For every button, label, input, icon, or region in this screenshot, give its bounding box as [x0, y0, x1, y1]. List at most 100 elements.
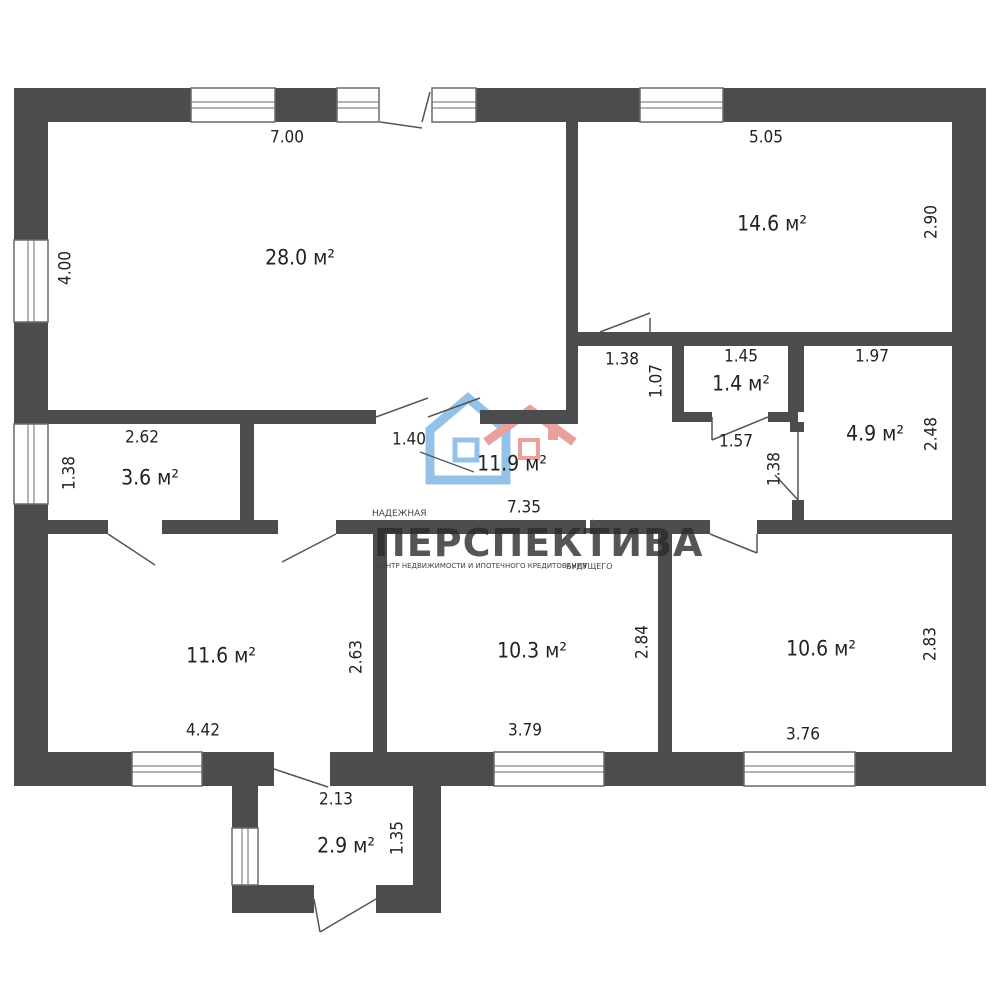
outer-wall [14, 752, 132, 786]
door-leaf [711, 416, 769, 441]
watermark-house-icon [425, 392, 577, 485]
window-frame [493, 751, 605, 787]
interior-wall [757, 520, 952, 534]
watermark-name: ПЕРСПЕКТИВА [374, 521, 704, 565]
area-hall: 11.9 м² [477, 451, 547, 476]
dim-room-e-height: 2.48 [921, 416, 942, 452]
dim-living-width: 7.00 [269, 127, 305, 148]
interior-wall [566, 122, 578, 422]
door-leaf [599, 312, 651, 333]
outer-wall [952, 88, 986, 786]
door-leaf [375, 397, 429, 418]
dim-room-ne-height: 2.90 [921, 204, 942, 240]
area-vestibule: 2.9 м² [317, 833, 375, 858]
interior-walls [48, 122, 952, 752]
interior-wall [240, 424, 254, 520]
watermark-house-blue [425, 392, 511, 485]
outer-wall [855, 752, 986, 786]
dimension-leader [419, 451, 475, 473]
dim-room-w-height: 1.38 [59, 455, 80, 491]
outer-wall [14, 322, 48, 424]
door-leaf [319, 898, 377, 933]
interior-wall [590, 520, 710, 534]
interior-wall [672, 412, 712, 422]
dim-room-ne-width: 5.05 [748, 127, 784, 148]
dim-room-sw-height: 2.63 [346, 639, 367, 675]
window-frame [131, 751, 203, 787]
outer-wall [330, 752, 494, 786]
door-leaf [281, 533, 337, 563]
watermark-house-blue-window [452, 437, 480, 463]
area-living: 28.0 м² [265, 245, 335, 270]
outer-wall [476, 88, 640, 122]
door-leaf [591, 519, 613, 535]
watermark-subline: ЦЕНТР НЕДВИЖИМОСТИ И ИПОТЕЧНОГО КРЕДИТОВ… [376, 562, 587, 570]
outer-wall [14, 504, 48, 786]
interior-wall [336, 520, 586, 534]
watermark-house-red-chimney [548, 420, 558, 440]
dim-vestibule-width: 2.13 [318, 789, 354, 810]
door-leaf [774, 474, 799, 501]
interior-wall [788, 346, 804, 412]
watermark-suffix: БУДУЩЕГО [566, 562, 613, 571]
window [639, 87, 724, 123]
dim-hall-0: 1.40 [391, 429, 427, 450]
window [743, 751, 856, 787]
window-frame [431, 87, 477, 123]
dim-hall-4: 1.38 [764, 451, 785, 487]
area-room-w: 3.6 м² [121, 465, 179, 490]
dim-small-room-width: 1.45 [723, 346, 759, 367]
outer-wall [723, 88, 986, 122]
windows [13, 87, 856, 886]
window-frame [13, 423, 49, 505]
window [13, 239, 49, 323]
area-room-se: 10.6 м² [786, 636, 856, 661]
dim-hall-3: 1.57 [718, 431, 754, 452]
interior-wall [790, 422, 804, 432]
window-frame [231, 827, 259, 886]
dim-room-se-width: 3.76 [785, 724, 821, 745]
door-leaf [709, 533, 758, 554]
dim-hall-2: 1.07 [646, 363, 667, 399]
outer-wall [376, 885, 441, 913]
interior-wall [658, 534, 672, 752]
outer-wall [275, 88, 337, 122]
window-frame [336, 87, 380, 123]
interior-wall [672, 346, 684, 422]
dim-hall-width: 7.35 [506, 497, 542, 518]
watermark-tagline: НАДЕЖНАЯ [372, 509, 427, 519]
dim-room-e-width: 1.97 [854, 346, 890, 367]
door-leaf [273, 768, 329, 788]
walls [14, 88, 986, 913]
window [493, 751, 605, 787]
dim-room-sc-height: 2.84 [632, 624, 653, 660]
window-frame [190, 87, 276, 123]
interior-wall [162, 520, 278, 534]
area-room-ne: 14.6 м² [737, 211, 807, 236]
dim-room-sc-width: 3.79 [507, 720, 543, 741]
dim-room-w-width: 2.62 [124, 427, 160, 448]
door-leaf [107, 533, 156, 566]
area-room-sc: 10.3 м² [497, 638, 567, 663]
window-frame [13, 239, 49, 323]
outer-wall [232, 885, 314, 913]
dim-room-se-height: 2.83 [920, 626, 941, 662]
dim-hall-1: 1.38 [604, 349, 640, 370]
dim-living-height: 4.00 [55, 250, 76, 286]
interior-wall [768, 412, 798, 422]
doors [107, 91, 799, 933]
window-frame [743, 751, 856, 787]
interior-wall [48, 410, 376, 424]
area-room-sw: 11.6 м² [186, 643, 256, 668]
window [431, 87, 477, 123]
door-leaf [379, 121, 423, 129]
window [336, 87, 380, 123]
dim-vestibule-height: 1.35 [387, 820, 408, 856]
interior-wall [480, 410, 578, 424]
window-frame [639, 87, 724, 123]
window [13, 423, 49, 505]
door-leaf [427, 397, 481, 418]
window [190, 87, 276, 123]
door-leaf [313, 898, 321, 933]
interior-wall [48, 520, 108, 534]
